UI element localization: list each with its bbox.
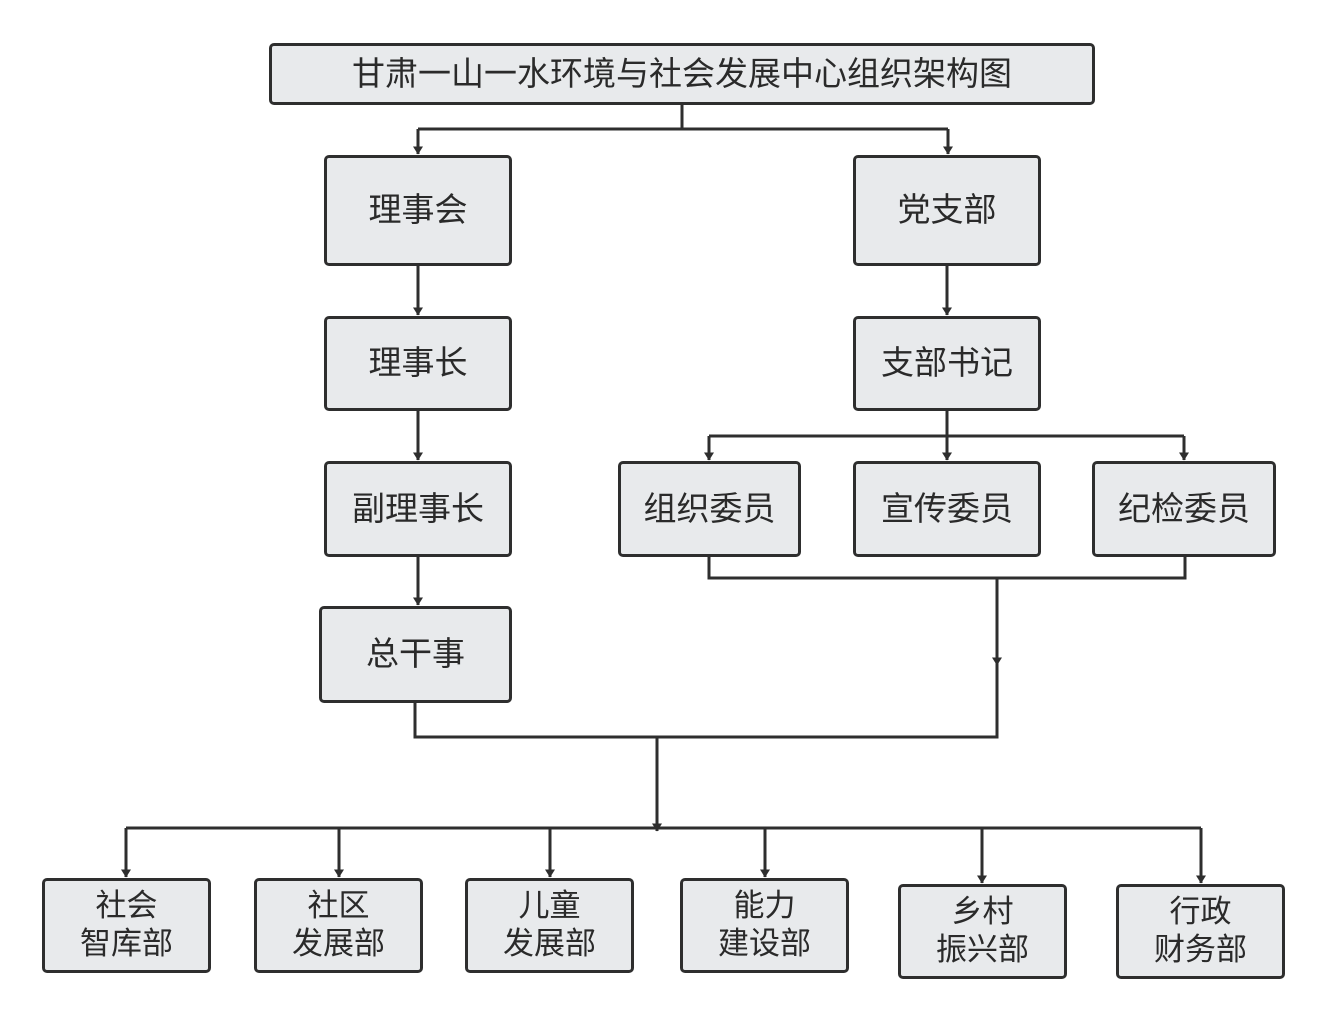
dept-label-line2: 发展部 xyxy=(503,925,596,962)
node-organization-member: 组织委员 xyxy=(618,461,801,557)
dept-label-line1: 社会 xyxy=(95,887,158,924)
dept-label-line1: 儿童 xyxy=(518,887,581,924)
dept-label-line2: 建设部 xyxy=(718,925,811,962)
node-branch-secretary-label: 支部书记 xyxy=(881,343,1013,383)
node-chair: 理事长 xyxy=(324,316,512,411)
dept-community-development: 社区 发展部 xyxy=(254,878,423,973)
node-board-label: 理事会 xyxy=(368,190,468,230)
node-organization-member-label: 组织委员 xyxy=(643,488,776,528)
dept-label-line1: 乡村 xyxy=(951,893,1014,930)
dept-rural-revitalization: 乡村 振兴部 xyxy=(898,884,1067,979)
dept-label-line1: 社区 xyxy=(307,887,370,924)
chart-title-text: 甘肃一山一水环境与社会发展中心组织架构图 xyxy=(352,53,1012,93)
node-branch-secretary: 支部书记 xyxy=(853,316,1041,411)
dept-child-development: 儿童 发展部 xyxy=(465,878,634,973)
node-chair-label: 理事长 xyxy=(368,343,468,383)
chart-title: 甘肃一山一水环境与社会发展中心组织架构图 xyxy=(269,43,1095,105)
node-discipline-member: 纪检委员 xyxy=(1092,461,1276,557)
node-party-branch-label: 党支部 xyxy=(897,190,997,230)
dept-label-line2: 振兴部 xyxy=(936,931,1029,968)
node-publicity-member: 宣传委员 xyxy=(853,461,1041,557)
node-secretary-general-label: 总干事 xyxy=(366,634,465,674)
dept-label-line2: 智库部 xyxy=(80,925,173,962)
node-publicity-member-label: 宣传委员 xyxy=(881,488,1013,528)
dept-label-line1: 行政 xyxy=(1169,893,1232,930)
dept-social-think-tank: 社会 智库部 xyxy=(42,878,211,973)
node-party-branch: 党支部 xyxy=(853,155,1041,266)
node-vice-chair-label: 副理事长 xyxy=(352,488,484,528)
node-discipline-member-label: 纪检委员 xyxy=(1118,488,1250,528)
dept-admin-finance: 行政 财务部 xyxy=(1116,884,1285,979)
node-board: 理事会 xyxy=(324,155,512,266)
dept-label-line2: 财务部 xyxy=(1154,931,1247,968)
dept-label-line2: 发展部 xyxy=(292,925,385,962)
node-secretary-general: 总干事 xyxy=(319,606,512,703)
dept-label-line1: 能力 xyxy=(733,887,796,924)
dept-capacity-building: 能力 建设部 xyxy=(680,878,849,973)
node-vice-chair: 副理事长 xyxy=(324,461,512,557)
